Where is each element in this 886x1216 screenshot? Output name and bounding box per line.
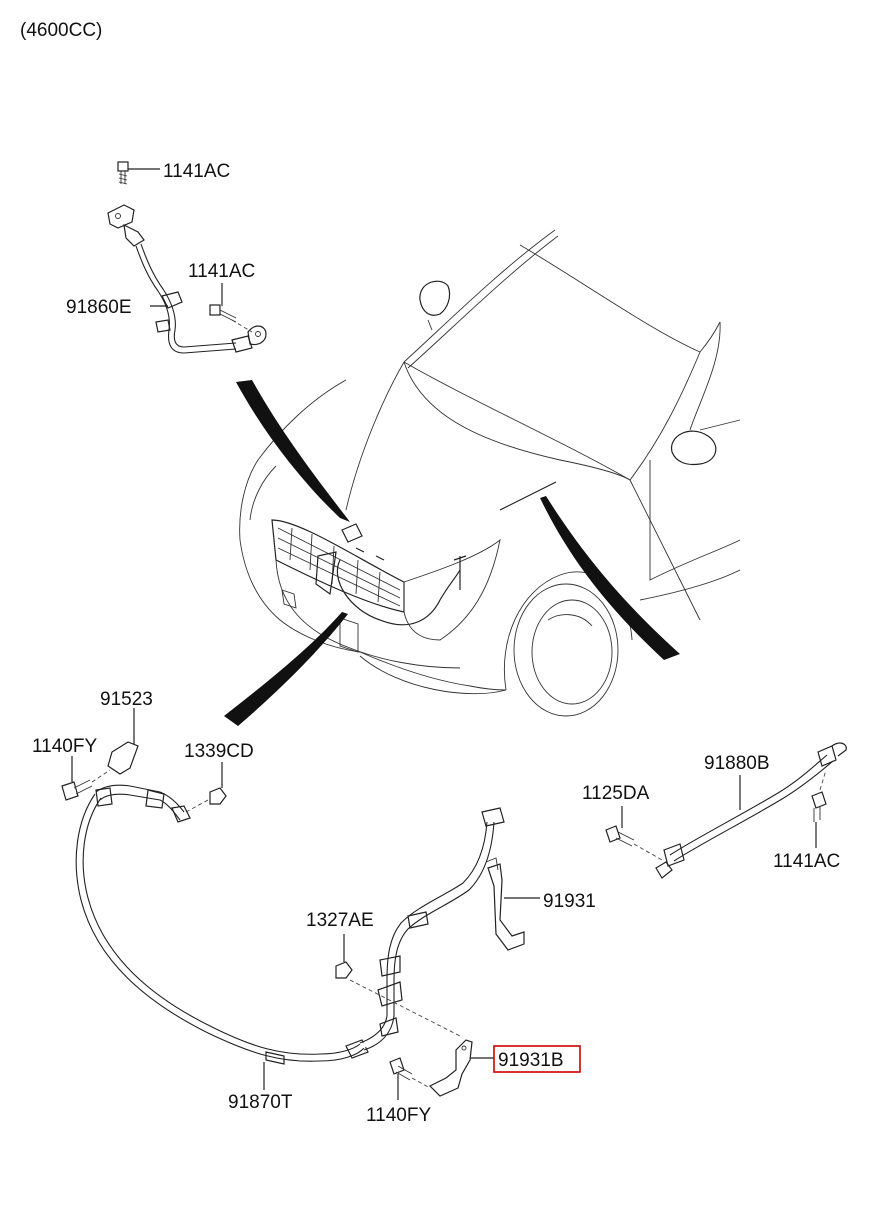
vehicle-illustration: [224, 229, 741, 726]
bolt-1140fy-left: [61, 779, 93, 801]
ground-cable-91860e: [107, 161, 267, 354]
highlight-box-91931b: [493, 1045, 581, 1073]
label-1339cd: 1339CD: [184, 741, 254, 762]
cable-91880b: [605, 742, 847, 879]
label-1141ac-right: 1141AC: [773, 851, 840, 872]
label-1141ac-mid: 1141AC: [188, 261, 255, 282]
label-91523: 91523: [100, 689, 153, 710]
bolt-1141ac-right: [811, 769, 827, 848]
label-1327ae: 1327AE: [306, 910, 374, 931]
label-1125da: 1125DA: [582, 783, 650, 804]
bracket-91931: [485, 857, 540, 951]
label-1140fy-bottom: 1140FY: [366, 1105, 431, 1126]
label-91931b[interactable]: 91931B: [498, 1050, 564, 1071]
bolt-1141ac-mid: [209, 304, 237, 323]
label-91880b: 91880B: [704, 753, 770, 774]
bolt-1125da: [605, 806, 663, 861]
label-1141ac-top: 1141AC: [163, 161, 230, 182]
label-91860e: 91860E: [66, 297, 132, 318]
label-1140fy-left: 1140FY: [32, 736, 97, 757]
bracket-91523: [107, 741, 139, 775]
nut-1327ae: [335, 934, 461, 1037]
label-91931: 91931: [543, 891, 596, 912]
bolt-1140fy-bottom: [389, 1057, 431, 1100]
battery-cable-91870t: [61, 708, 505, 1090]
label-91870t: 91870T: [228, 1092, 293, 1113]
bolt-1141ac-top: [117, 161, 129, 185]
bracket-91931b: [428, 1039, 494, 1097]
nut-1339cd: [209, 787, 227, 805]
engine-code-text: (4600CC): [20, 20, 102, 41]
